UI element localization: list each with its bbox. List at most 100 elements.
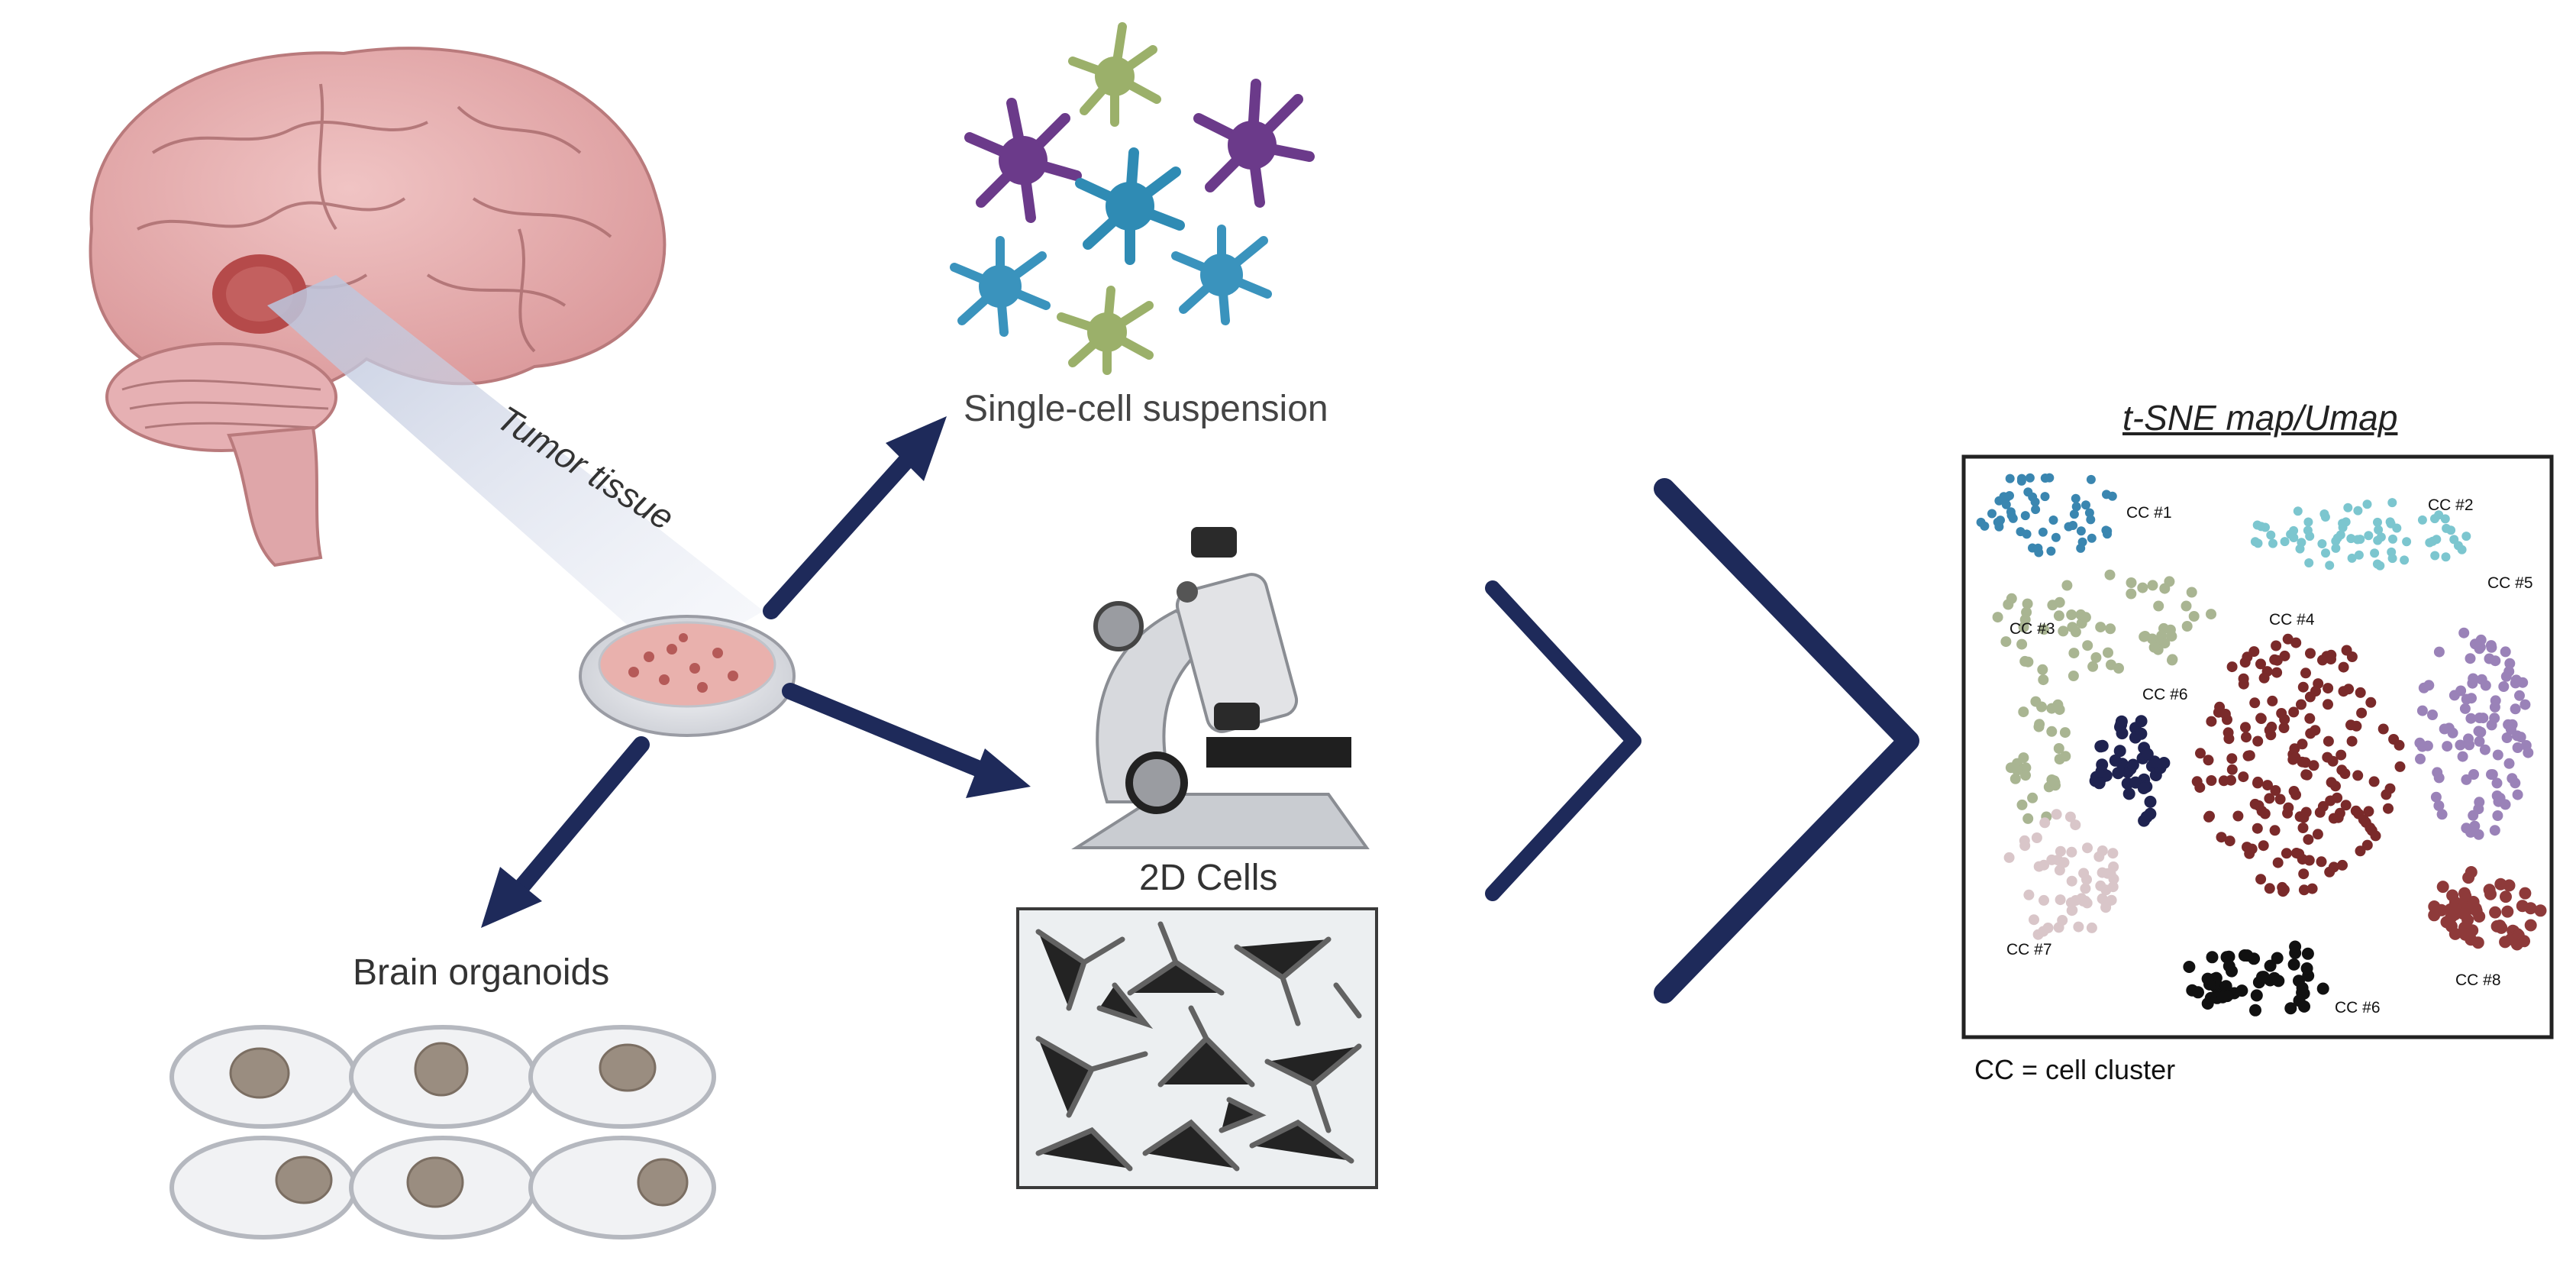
- tsne-point: [2293, 994, 2306, 1007]
- tsne-point: [2300, 757, 2311, 768]
- tsne-point: [2385, 517, 2395, 527]
- progress-chevrons: [1485, 478, 1919, 1004]
- tsne-point: [2355, 687, 2366, 698]
- tsne-point: [2241, 732, 2252, 743]
- tsne-point: [2226, 764, 2238, 775]
- tsne-point: [2258, 672, 2270, 684]
- tsne-point: [2500, 891, 2512, 903]
- tsne-point: [2139, 631, 2151, 642]
- tsne-point: [2252, 735, 2264, 747]
- tsne-point: [2433, 646, 2445, 658]
- tsne-point: [2038, 527, 2048, 537]
- tsne-point: [2034, 719, 2045, 730]
- tsne-point: [1992, 612, 2003, 623]
- tsne-point: [2293, 506, 2303, 516]
- tsne-point: [2484, 653, 2495, 664]
- tsne-point: [2282, 807, 2294, 819]
- tsne-point: [2167, 654, 2178, 665]
- tsne-point: [2300, 962, 2313, 975]
- tsne-point: [2269, 825, 2281, 836]
- tsne-point: [2059, 727, 2071, 739]
- tsne-point: [2102, 490, 2111, 499]
- tsne-point: [2388, 534, 2397, 544]
- tsne-point: [2486, 769, 2497, 781]
- tsne-point: [2066, 609, 2077, 620]
- tsne-point: [2430, 514, 2439, 524]
- tsne-point: [2017, 474, 2026, 483]
- tsne-point: [2427, 709, 2438, 720]
- tsne-point: [2465, 933, 2478, 946]
- tsne-point: [2494, 878, 2507, 891]
- tsne-point: [2328, 861, 2339, 873]
- tsne-point: [2086, 922, 2097, 933]
- tsne-point: [2267, 695, 2278, 706]
- tsne-point: [2441, 552, 2451, 562]
- tsne-point: [2489, 906, 2502, 919]
- tsne-point: [2489, 825, 2500, 836]
- tsne-point: [2081, 897, 2093, 909]
- tsne-point: [2301, 769, 2313, 781]
- tsne-point: [2328, 813, 2339, 824]
- tsne-point: [2057, 915, 2068, 926]
- tsne-point: [2040, 492, 2050, 502]
- tsne-point: [2033, 861, 2045, 872]
- tsne-point: [2281, 848, 2292, 859]
- tsne-point: [2224, 836, 2235, 847]
- flow-arrows: [511, 450, 993, 898]
- tsne-point: [2100, 898, 2112, 910]
- tsne-point: [2108, 861, 2119, 872]
- tsne-point: [2457, 907, 2470, 920]
- tsne-point: [2016, 799, 2028, 810]
- tsne-point: [2500, 646, 2511, 658]
- tsne-point: [2297, 854, 2308, 865]
- tsne-point: [2066, 846, 2077, 858]
- tsne-point: [2238, 771, 2249, 783]
- tsne-point: [2338, 686, 2349, 697]
- tsne-point: [2332, 533, 2342, 543]
- tsne-point: [2376, 532, 2386, 542]
- tsne-point: [2022, 813, 2034, 824]
- tsne-point: [2466, 693, 2477, 704]
- tsne-point: [1996, 516, 2005, 525]
- tsne-point: [2264, 883, 2275, 894]
- tsne-point: [2346, 651, 2358, 662]
- tsne-point: [2018, 752, 2029, 764]
- tsne-point: [2201, 972, 2214, 985]
- tsne-point: [2374, 525, 2384, 535]
- cells-2d-label: 2D Cells: [1139, 858, 1278, 898]
- tsne-point: [2341, 517, 2351, 527]
- tsne-point: [2468, 810, 2479, 821]
- tsne-point: [2219, 980, 2232, 993]
- tsne-point: [2020, 762, 2032, 774]
- tsne-point: [2474, 713, 2485, 723]
- tsne-point: [2439, 723, 2450, 735]
- tsne-point: [2203, 811, 2214, 823]
- tsne-point: [2323, 699, 2333, 710]
- tsne-point: [2107, 881, 2119, 893]
- tsne-point: [2457, 751, 2468, 762]
- tsne-point: [2103, 529, 2112, 539]
- tsne-point: [2252, 777, 2263, 789]
- tsne-point: [2313, 678, 2324, 690]
- petri-dish-tumor: [579, 615, 796, 737]
- tsne-point: [2297, 823, 2309, 833]
- tsne-point: [2377, 723, 2389, 735]
- tsne-point: [2239, 657, 2251, 668]
- tsne-point: [2475, 634, 2487, 645]
- tsne-point: [2483, 884, 2496, 897]
- tsne-point: [2430, 791, 2442, 803]
- tsne-point: [2023, 487, 2033, 497]
- tsne-point: [2248, 646, 2260, 658]
- tsne-point: [2255, 713, 2267, 724]
- tsne-point: [2058, 625, 2069, 637]
- tsne-point: [2049, 777, 2061, 788]
- organoid-spheres: [229, 1042, 689, 1208]
- tsne-point: [2084, 508, 2094, 518]
- tsne-point: [2039, 817, 2051, 829]
- tsne-point: [2048, 516, 2058, 525]
- tsne-point: [2325, 561, 2335, 571]
- tsne-point: [2022, 598, 2033, 609]
- tsne-point: [2534, 904, 2547, 917]
- tsne-point: [2442, 741, 2453, 752]
- tsne-point: [2346, 735, 2358, 747]
